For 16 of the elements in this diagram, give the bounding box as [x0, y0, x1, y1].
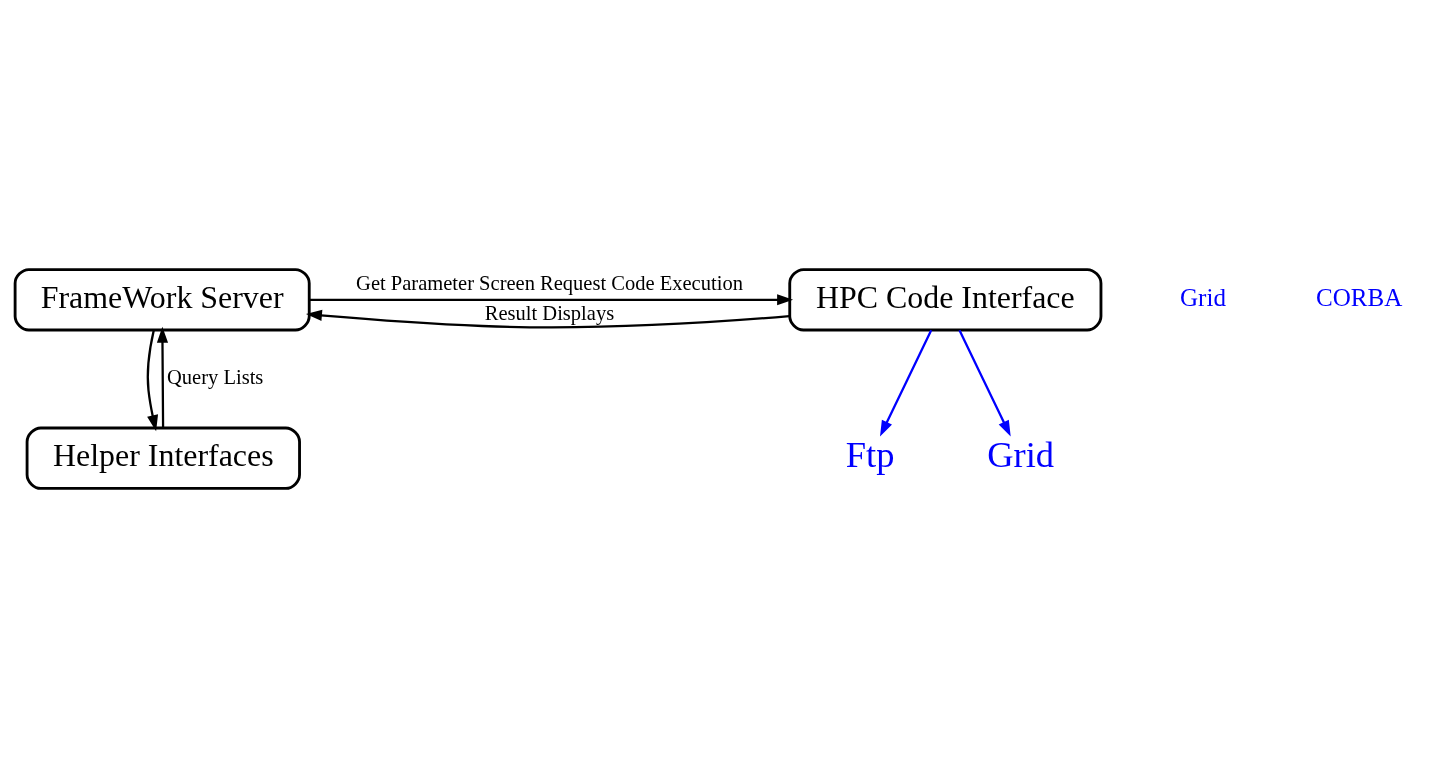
node-text: Ftp: [845, 433, 895, 475]
arrow: [156, 326, 169, 428]
arrow: [880, 329, 933, 437]
node-text: Grid: [987, 433, 1055, 475]
edge-label: Result Displays: [484, 301, 615, 324]
arrow: [958, 329, 1011, 437]
node-box: Helper Interfaces: [25, 426, 301, 490]
arrow: [305, 309, 790, 328]
node-box: FrameWork Server: [13, 267, 311, 331]
label: CORBA: [1315, 283, 1403, 311]
arrow: [309, 293, 794, 305]
label: Grid: [1180, 283, 1226, 311]
node-box: HPC Code Interface: [788, 267, 1103, 331]
edge-label: Query Lists: [167, 365, 264, 388]
arrow: [146, 329, 159, 431]
edge-label: Get Parameter Screen Request Code Execution: [356, 271, 743, 294]
